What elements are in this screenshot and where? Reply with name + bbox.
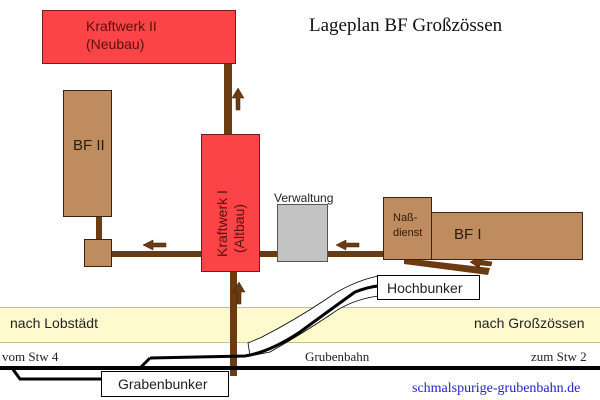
building-hochbunker: Hochbunker xyxy=(377,275,480,300)
building-bf-2: BF II xyxy=(63,90,112,217)
grabenbunker-label: Grabenbunker xyxy=(118,376,208,392)
kraftwerk-2-label-line2: (Neubau) xyxy=(86,36,145,52)
bf-2-label: BF II xyxy=(73,137,105,154)
building-kraftwerk-2: Kraftwerk II (Neubau) xyxy=(42,10,236,64)
arrow-up-icon xyxy=(231,87,245,111)
conveyor-bf1-diagonal xyxy=(404,258,490,275)
road-label-grosszoessen: nach Großzössen xyxy=(474,315,585,331)
hochbunker-label: Hochbunker xyxy=(387,280,463,296)
kraftwerk-2-label-line1: Kraftwerk II xyxy=(86,18,157,34)
building-verwaltung xyxy=(277,204,328,262)
track-ramp xyxy=(149,284,379,360)
conveyor-kw1-kw2 xyxy=(224,62,232,136)
nassdienst-label-line2: dienst xyxy=(393,227,423,239)
track-branch-grabenbunker xyxy=(10,367,102,381)
arrow-left-icon xyxy=(142,239,167,251)
ramp-outline xyxy=(247,275,379,357)
arrow-up-icon xyxy=(232,281,246,305)
page-title: Lageplan BF Großzössen xyxy=(309,15,503,36)
kraftwerk-1-label-line1: Kraftwerk I xyxy=(214,190,230,257)
kraftwerk-1-label-line2: (Altbau) xyxy=(231,203,247,253)
kraftwerk-1-label: Kraftwerk I (Altbau) xyxy=(214,139,250,279)
road-label-lobstaedt: nach Lobstädt xyxy=(10,315,98,331)
building-grabenbunker: Grabenbunker xyxy=(101,371,229,397)
nassdienst-label-line1: Naß- xyxy=(393,212,418,224)
building-kraftwerk-1: Kraftwerk I (Altbau) xyxy=(201,134,260,272)
track-label-vom-stw4: vom Stw 4 xyxy=(2,349,59,364)
conveyor-bf2-link xyxy=(96,216,102,240)
building-nassdienst: Naß- dienst xyxy=(383,197,432,260)
track-label-grubenbahn: Grubenbahn xyxy=(305,349,370,364)
footer-website-link[interactable]: schmalspurige-grubenbahn.de xyxy=(412,381,581,396)
conveyor-kw1-grabenbunker xyxy=(230,270,237,376)
bf-2-transfer-station xyxy=(84,239,112,267)
building-bf-1: BF I xyxy=(431,212,583,260)
arrow-left-icon xyxy=(335,239,360,251)
verwaltung-label: Verwaltung xyxy=(274,191,334,205)
track-label-zum-stw2: zum Stw 2 xyxy=(531,349,587,364)
bf-1-label: BF I xyxy=(454,226,482,243)
